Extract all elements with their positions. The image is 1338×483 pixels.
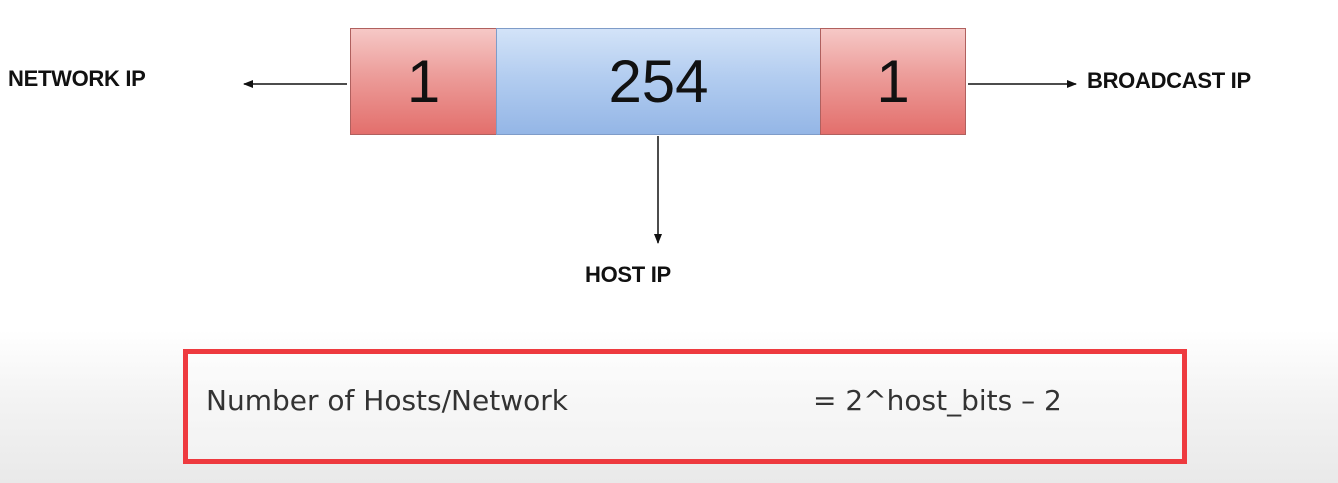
network-segment: 1 xyxy=(350,28,497,135)
formula-box: Number of Hosts/Network = 2^host_bits – … xyxy=(183,349,1187,464)
host-ip-label: HOST IP xyxy=(585,262,671,287)
formula-expression: = 2^host_bits – 2 xyxy=(813,384,1062,417)
host-segment: 254 xyxy=(496,28,821,135)
broadcast-ip-label: BROADCAST IP xyxy=(1087,68,1251,93)
formula-label: Number of Hosts/Network xyxy=(206,384,568,417)
broadcast-segment: 1 xyxy=(820,28,966,135)
network-ip-label: NETWORK IP xyxy=(8,66,146,91)
network-segment-value: 1 xyxy=(406,48,441,115)
broadcast-segment-value: 1 xyxy=(876,48,910,115)
host-segment-value: 254 xyxy=(608,48,709,115)
